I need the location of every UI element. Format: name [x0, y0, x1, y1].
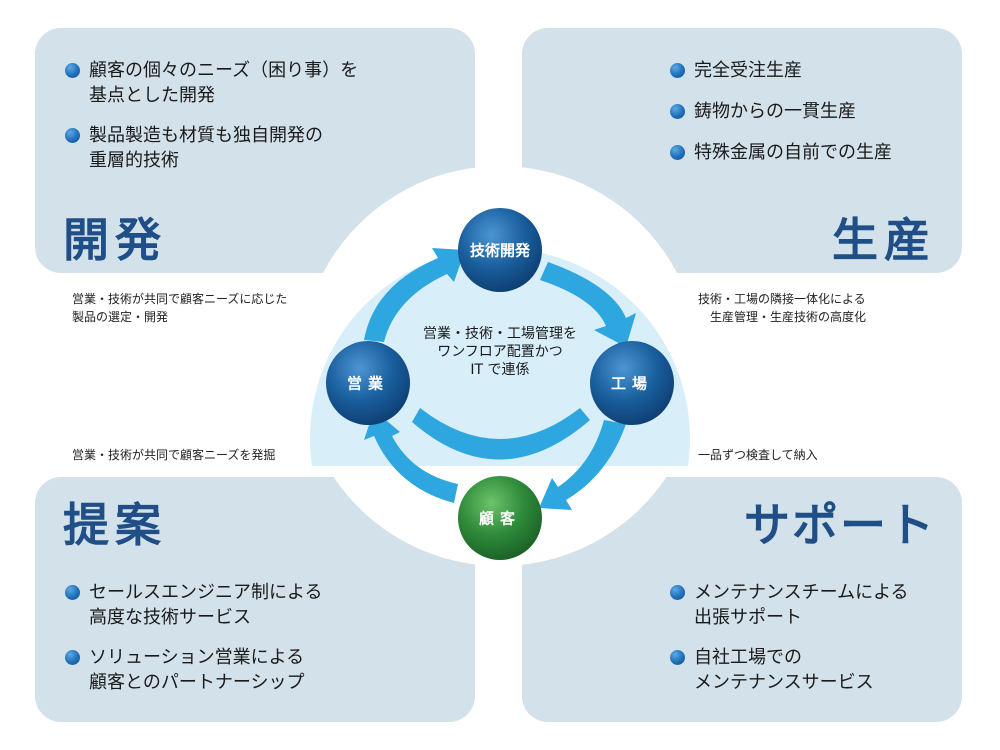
note-top-left: 営業・技術が共同で顧客ニーズに応じた 製品の選定・開発: [72, 292, 288, 324]
node-factory-label: 工場: [610, 374, 654, 393]
bullet-dot-icon: [670, 650, 685, 665]
bullet-dot-icon: [670, 63, 685, 78]
bullet-dot-icon: [65, 128, 80, 143]
arrow-factory-to-customer: [539, 420, 626, 510]
arrow-tech-to-factory: [540, 262, 636, 347]
center-description: 営業・技術・工場管理を ワンフロア配置かつ IT で連係: [423, 326, 577, 378]
arrow-inner-loop: [412, 408, 590, 460]
bullet-dot-icon: [65, 585, 80, 600]
node-factory-circle: [590, 341, 674, 425]
bullet-dot-icon: [670, 145, 685, 160]
support-bullets: メンテナンスチームによる 出張サポート 自社工場での メンテナンスサービス: [670, 580, 909, 710]
node-tech-circle: [458, 208, 542, 292]
note-bottom-right: 一品ずつ検査して納入: [698, 448, 818, 462]
development-bullets: 顧客の個々のニーズ（困り事）を 基点とした開発 製品製造も材質も独自開発の 重層…: [65, 58, 358, 188]
bullet-item: 完全受注生産: [670, 58, 892, 83]
bullet-item: ソリューション営業による 顧客とのパートナーシップ: [65, 645, 322, 695]
bullet-item: 鋳物からの一貫生産: [670, 99, 892, 124]
note-bottom-left: 営業・技術が共同で顧客ニーズを発掘: [72, 448, 276, 462]
node-sales-circle: [326, 341, 410, 425]
bullet-dot-icon: [670, 104, 685, 119]
cycle-arrows: [364, 248, 636, 510]
arrow-sales-to-tech: [364, 248, 465, 342]
support-title: サポート: [744, 498, 936, 552]
bullet-item: 製品製造も材質も独自開発の 重層的技術: [65, 123, 358, 173]
bullet-item: メンテナンスチームによる 出張サポート: [670, 580, 909, 630]
bullet-item: 顧客の個々のニーズ（困り事）を 基点とした開発: [65, 58, 358, 108]
proposal-bullets: セールスエンジニア制による 高度な技術サービス ソリューション営業による 顧客と…: [65, 580, 322, 710]
bullet-item: 特殊金属の自前での生産: [670, 140, 892, 165]
note-top-right: 技術・工場の隣接一体化による 生産管理・生産技術の高度化: [698, 292, 867, 324]
proposal-title: 提案: [63, 498, 167, 552]
node-customer-circle: [458, 476, 542, 560]
production-bullets: 完全受注生産 鋳物からの一貫生産 特殊金属の自前での生産: [670, 58, 892, 181]
arrow-customer-to-sales: [364, 410, 458, 503]
node-tech-label: 技術開発: [469, 241, 531, 260]
panel-proposal: 提案 セールスエンジニア制による 高度な技術サービス ソリューション営業による …: [35, 477, 475, 722]
node-sales-label: 営業: [346, 374, 390, 393]
panel-development: 顧客の個々のニーズ（困り事）を 基点とした開発 製品製造も材質も独自開発の 重層…: [35, 28, 475, 273]
bullet-dot-icon: [65, 63, 80, 78]
bullet-item: 自社工場での メンテナンスサービス: [670, 645, 909, 695]
bullet-item: セールスエンジニア制による 高度な技術サービス: [65, 580, 322, 630]
node-customer-label: 顧客: [478, 509, 522, 528]
development-title: 開発: [63, 213, 167, 267]
bullet-dot-icon: [65, 650, 80, 665]
bullet-dot-icon: [670, 585, 685, 600]
production-title: 生産: [832, 213, 936, 267]
